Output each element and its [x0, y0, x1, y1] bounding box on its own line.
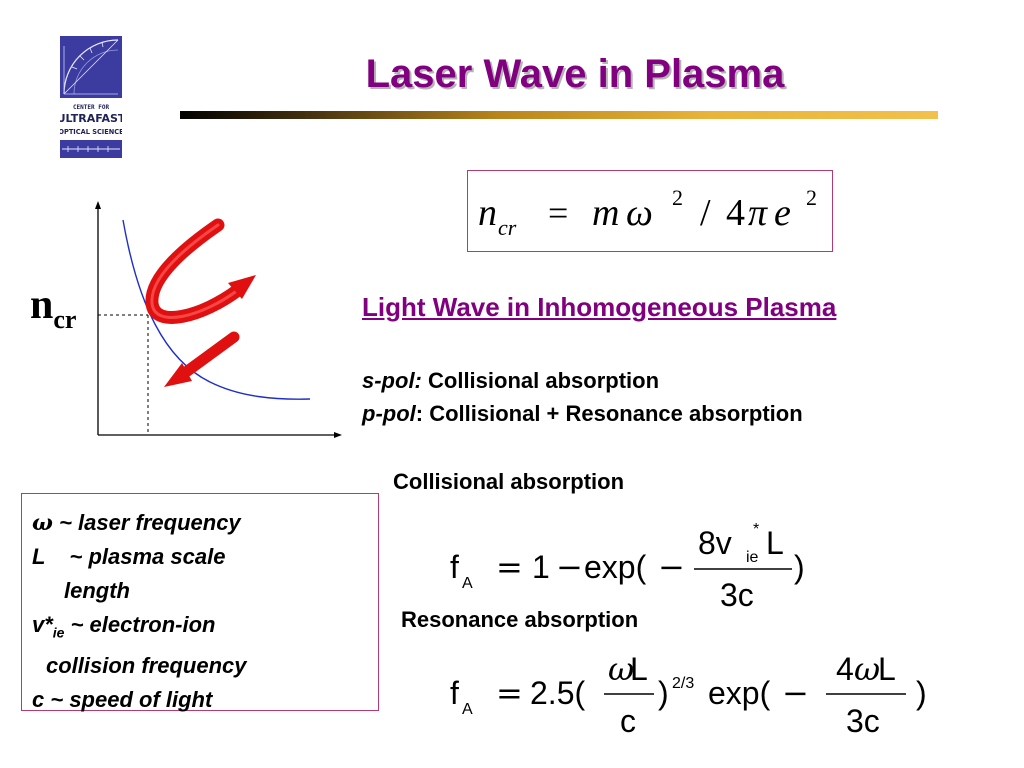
svg-text:π: π — [748, 192, 768, 234]
incoming-red-arrow-head — [164, 363, 192, 387]
resonance-absorption-formula: f A = 2.5( ω L c ) 2/3 exp( − 4 ω L 3c ) — [450, 650, 927, 739]
svg-text:exp(: exp( — [708, 675, 771, 711]
light-wave-heading: Light Wave in Inhomogeneous Plasma — [362, 292, 837, 322]
critical-density-equation-box: n cr = m ω 2 / 4 π e 2 — [467, 170, 833, 252]
svg-text:A: A — [462, 701, 473, 718]
svg-text:cr: cr — [498, 215, 517, 240]
legend-c: c ~ speed of light — [32, 683, 378, 717]
svg-text:ie: ie — [746, 549, 759, 566]
svg-text:f: f — [450, 675, 459, 711]
svg-text:ω: ω — [854, 650, 880, 688]
v-symbol: v* — [32, 612, 53, 637]
s-pol-term: s-pol: — [362, 368, 422, 393]
svg-text:2: 2 — [806, 185, 817, 210]
incoming-red-arrow-icon — [176, 331, 240, 381]
svg-text:3c: 3c — [846, 703, 880, 739]
svg-text:−: − — [782, 674, 809, 712]
svg-text:m: m — [592, 192, 619, 234]
svg-text:1: 1 — [532, 549, 550, 585]
x-axis-arrowhead — [334, 432, 342, 438]
svg-text:L: L — [630, 651, 648, 687]
y-axis-label-sub: cr — [53, 305, 77, 334]
cuos-logo: CENTER FOR ULTRAFAST OPTICAL SCIENCE — [60, 36, 122, 158]
density-profile-diagram — [95, 201, 342, 438]
logo-line-3: OPTICAL SCIENCE — [60, 128, 122, 136]
svg-text:*: * — [753, 521, 759, 538]
legend-v: v*ie ~ electron-ion — [32, 608, 378, 649]
v-description: ~ electron-ion — [64, 612, 216, 637]
p-pol-term: p-pol — [362, 401, 416, 426]
svg-text:A: A — [462, 575, 473, 592]
svg-text:): ) — [916, 675, 927, 711]
svg-text:L: L — [766, 525, 784, 561]
legend-omega: ω ~ laser frequency — [32, 506, 378, 540]
c-symbol: c — [32, 687, 45, 713]
svg-text:): ) — [658, 675, 669, 711]
y-axis-arrowhead — [95, 201, 101, 209]
svg-text:4: 4 — [836, 651, 854, 687]
svg-text:ω: ω — [626, 192, 653, 234]
svg-text:f: f — [450, 549, 459, 585]
svg-text:3c: 3c — [720, 577, 754, 612]
svg-text:2.5(: 2.5( — [530, 675, 585, 711]
density-curve — [122, 219, 311, 400]
svg-text:L: L — [878, 651, 896, 687]
s-pol-text: Collisional absorption — [421, 368, 660, 393]
slide-title: Laser Wave in Plasma — [365, 52, 785, 96]
critical-density-equation: n cr = m ω 2 / 4 π e 2 — [478, 185, 817, 240]
svg-text:=: = — [548, 193, 568, 233]
outgoing-red-arrow-head — [228, 275, 256, 299]
svg-text:c: c — [620, 703, 636, 739]
svg-text:=: = — [496, 674, 523, 712]
p-pol-line: p-pol: Collisional + Resonance absorptio… — [362, 401, 803, 427]
y-axis-label-main: n — [30, 282, 54, 328]
legend-v-cont: collision frequency — [46, 653, 247, 679]
omega-description: ~ laser frequency — [52, 510, 241, 535]
collisional-absorption-heading: Collisional absorption — [393, 469, 625, 494]
svg-text:e: e — [774, 192, 791, 234]
s-pol-line: s-pol: Collisional absorption — [362, 368, 659, 394]
svg-text:/: / — [700, 192, 711, 234]
omega-symbol: ω — [32, 510, 53, 536]
svg-text:): ) — [794, 549, 805, 585]
p-pol-text: : Collisional + Resonance absorption — [415, 401, 803, 426]
symbol-legend: ω ~ laser frequency L ~ plasma scale len… — [21, 493, 379, 712]
svg-text:exp(: exp( — [584, 549, 647, 585]
svg-text:8v: 8v — [698, 525, 732, 561]
v-subscript: ie — [52, 624, 65, 641]
title-divider — [180, 111, 938, 119]
logo-line-1: CENTER FOR — [73, 104, 110, 111]
legend-L: L ~ plasma scale — [32, 540, 378, 574]
y-axis-label: ncr — [30, 282, 77, 334]
svg-text:=: = — [496, 548, 523, 586]
collisional-absorption-formula: f A = 1 − exp( − 8v * ie L 3c ) — [450, 521, 805, 612]
svg-text:4: 4 — [726, 192, 745, 234]
logo-line-2: ULTRAFAST — [60, 112, 122, 125]
svg-text:ω: ω — [608, 650, 634, 688]
L-description: ~ plasma scale — [45, 544, 226, 569]
svg-text:−: − — [556, 548, 583, 586]
c-description: ~ speed of light — [44, 687, 213, 713]
svg-text:n: n — [478, 192, 497, 234]
svg-text:2/3: 2/3 — [672, 675, 694, 692]
resonance-absorption-heading: Resonance absorption — [401, 607, 639, 632]
svg-text:−: − — [658, 548, 685, 586]
legend-L-cont: length — [64, 578, 130, 603]
svg-text:2: 2 — [672, 185, 683, 210]
L-symbol: L — [32, 544, 46, 569]
